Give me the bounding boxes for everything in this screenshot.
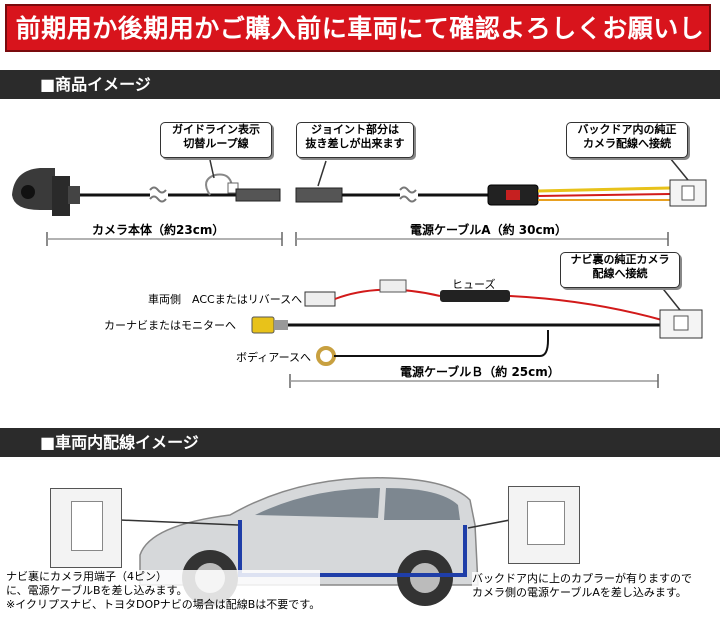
bubble-joint: ジョイント部分は 抜き差しが出来ます [296, 122, 414, 158]
label-vehicle-side: 車両側 ACCまたはリバースへ [148, 293, 303, 306]
note-left: ナビ裏にカメラ用端子（4ピン） に、電源ケーブルBを差し込みます。 ※イクリプス… [6, 570, 321, 612]
label-camera-body: カメラ本体（約23cm） [92, 223, 225, 237]
loop-wire [205, 173, 233, 196]
section-title-product: ■商品イメージ [40, 75, 151, 94]
bubble-joint-line-1: ジョイント部分は [311, 123, 399, 136]
back-door-coupler-photo [508, 486, 580, 564]
label-fuse: ヒューズ [452, 278, 496, 291]
bubble-guide-line-1: ガイドライン表示 [172, 123, 260, 136]
section-bar-product: ■商品イメージ [0, 70, 720, 99]
bubble-joint-line-2: 抜き差しが出来ます [305, 137, 405, 150]
coupler-port-icon [527, 501, 565, 545]
bubble-back-door-line-2: カメラ配線へ接続 [583, 137, 671, 150]
note-left-line-3: ※イクリプスナビ、トヨタDOPナビの場合は配線Bは不要です。 [6, 598, 321, 611]
bubble-navi-line-2: 配線へ接続 [592, 267, 648, 280]
note-right-line-1: バックドア内に上のカプラーが有りますので [472, 572, 692, 585]
wiring-harness-line [238, 520, 467, 577]
acc-connector [304, 291, 336, 307]
break-mark [149, 186, 167, 194]
section-title-wiring: ■車両内配線イメージ [40, 433, 199, 452]
label-cable-a: 電源ケーブルA（約 30cm） [410, 223, 568, 237]
bubble-navi-line-1: ナビ裏の純正カメラ [570, 253, 670, 266]
note-left-line-1: ナビ裏にカメラ用端子（4ピン） [6, 570, 167, 583]
bubble-back-door: バックドア内の純正 カメラ配線へ接続 [566, 122, 688, 158]
note-right: バックドア内に上のカプラーが有りますので カメラ側の電源ケーブルAを差し込みます… [472, 572, 692, 600]
section-bar-wiring: ■車両内配線イメージ [0, 428, 720, 457]
camera-connector [235, 188, 281, 202]
label-body-earth: ボディアースへ [236, 351, 312, 364]
joint-connector [295, 187, 343, 203]
bubble-guide-line-2: 切替ループ線 [183, 137, 249, 150]
camera-icon [12, 168, 80, 216]
note-left-line-2: に、電源ケーブルBを差し込みます。 [6, 584, 188, 597]
bubble-back-door-line-1: バックドア内の純正 [577, 123, 677, 136]
earth-terminal [316, 346, 336, 366]
note-right-line-2: カメラ側の電源ケーブルAを差し込みます。 [472, 586, 687, 599]
fuse-holder [440, 290, 510, 302]
navi-port-icon [71, 501, 103, 551]
label-car-navi: カーナビまたはモニターへ [104, 319, 236, 332]
bubble-navi: ナビ裏の純正カメラ 配線へ接続 [560, 252, 680, 288]
label-cable-b: 電源ケーブルＢ（約 25cm） [400, 365, 560, 379]
bubble-guide-line: ガイドライン表示 切替ループ線 [160, 122, 272, 158]
navi-connector-photo [50, 488, 122, 568]
rca-connector [251, 316, 275, 334]
